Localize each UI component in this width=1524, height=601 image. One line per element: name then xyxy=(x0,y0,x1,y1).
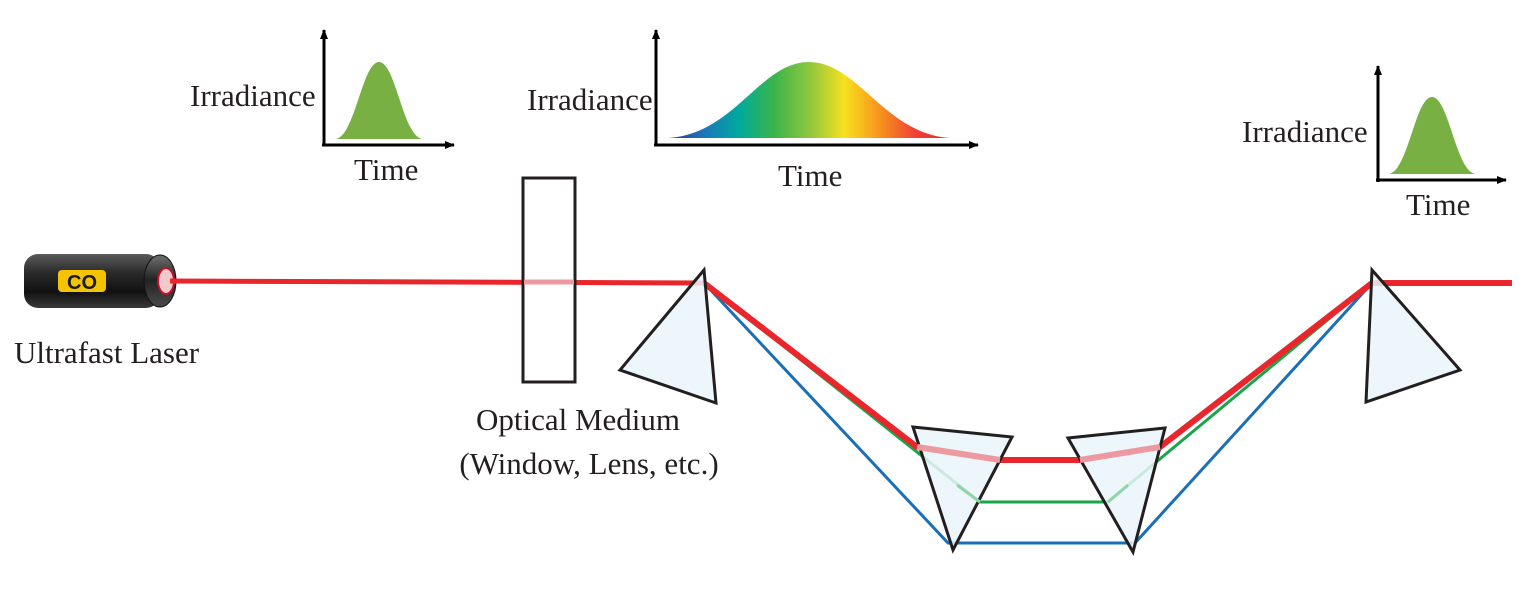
optical-medium-label-line2: (Window, Lens, etc.) xyxy=(459,446,718,481)
input-plot-xlabel: Time xyxy=(354,152,418,187)
red-beam-input xyxy=(169,278,705,286)
prism-4 xyxy=(1364,266,1463,405)
optical-medium: Optical Medium (Window, Lens, etc.) xyxy=(459,176,719,481)
beam-paths xyxy=(169,278,1512,545)
output-plot-ylabel: Irradiance xyxy=(1242,114,1368,149)
ultrafast-laser: CO Ultrafast Laser xyxy=(14,254,200,370)
red-beam-in-prism-2 xyxy=(916,444,1001,463)
chirped-plot-xlabel: Time xyxy=(778,158,842,193)
input-pulse-shape xyxy=(335,62,423,139)
chirped-pulse-shape xyxy=(668,62,950,138)
beam-inside-prisms xyxy=(916,444,1161,504)
red-beam-in-prism-3 xyxy=(1079,444,1161,463)
output-pulse-shape xyxy=(1388,97,1476,174)
laser-logo-text: CO xyxy=(67,272,97,294)
output-plot-xlabel: Time xyxy=(1406,187,1470,222)
blue-beam xyxy=(702,281,1374,545)
input-plot-ylabel: Irradiance xyxy=(190,78,316,113)
optical-medium-label-line1: Optical Medium xyxy=(476,402,680,437)
chirped-plot-ylabel: Irradiance xyxy=(527,82,653,117)
laser-logo-badge xyxy=(58,270,106,292)
input-pulse-plot: Irradiance Time xyxy=(190,29,455,187)
output-pulse-plot: Irradiance Time xyxy=(1242,65,1507,222)
green-beam-in-prism-2 xyxy=(956,483,981,504)
laser-label: Ultrafast Laser xyxy=(14,335,200,370)
chirped-pulse-plot: Irradiance Time xyxy=(527,29,979,193)
prism-1 xyxy=(617,266,718,406)
green-beam-in-prism-3 xyxy=(1107,483,1129,504)
